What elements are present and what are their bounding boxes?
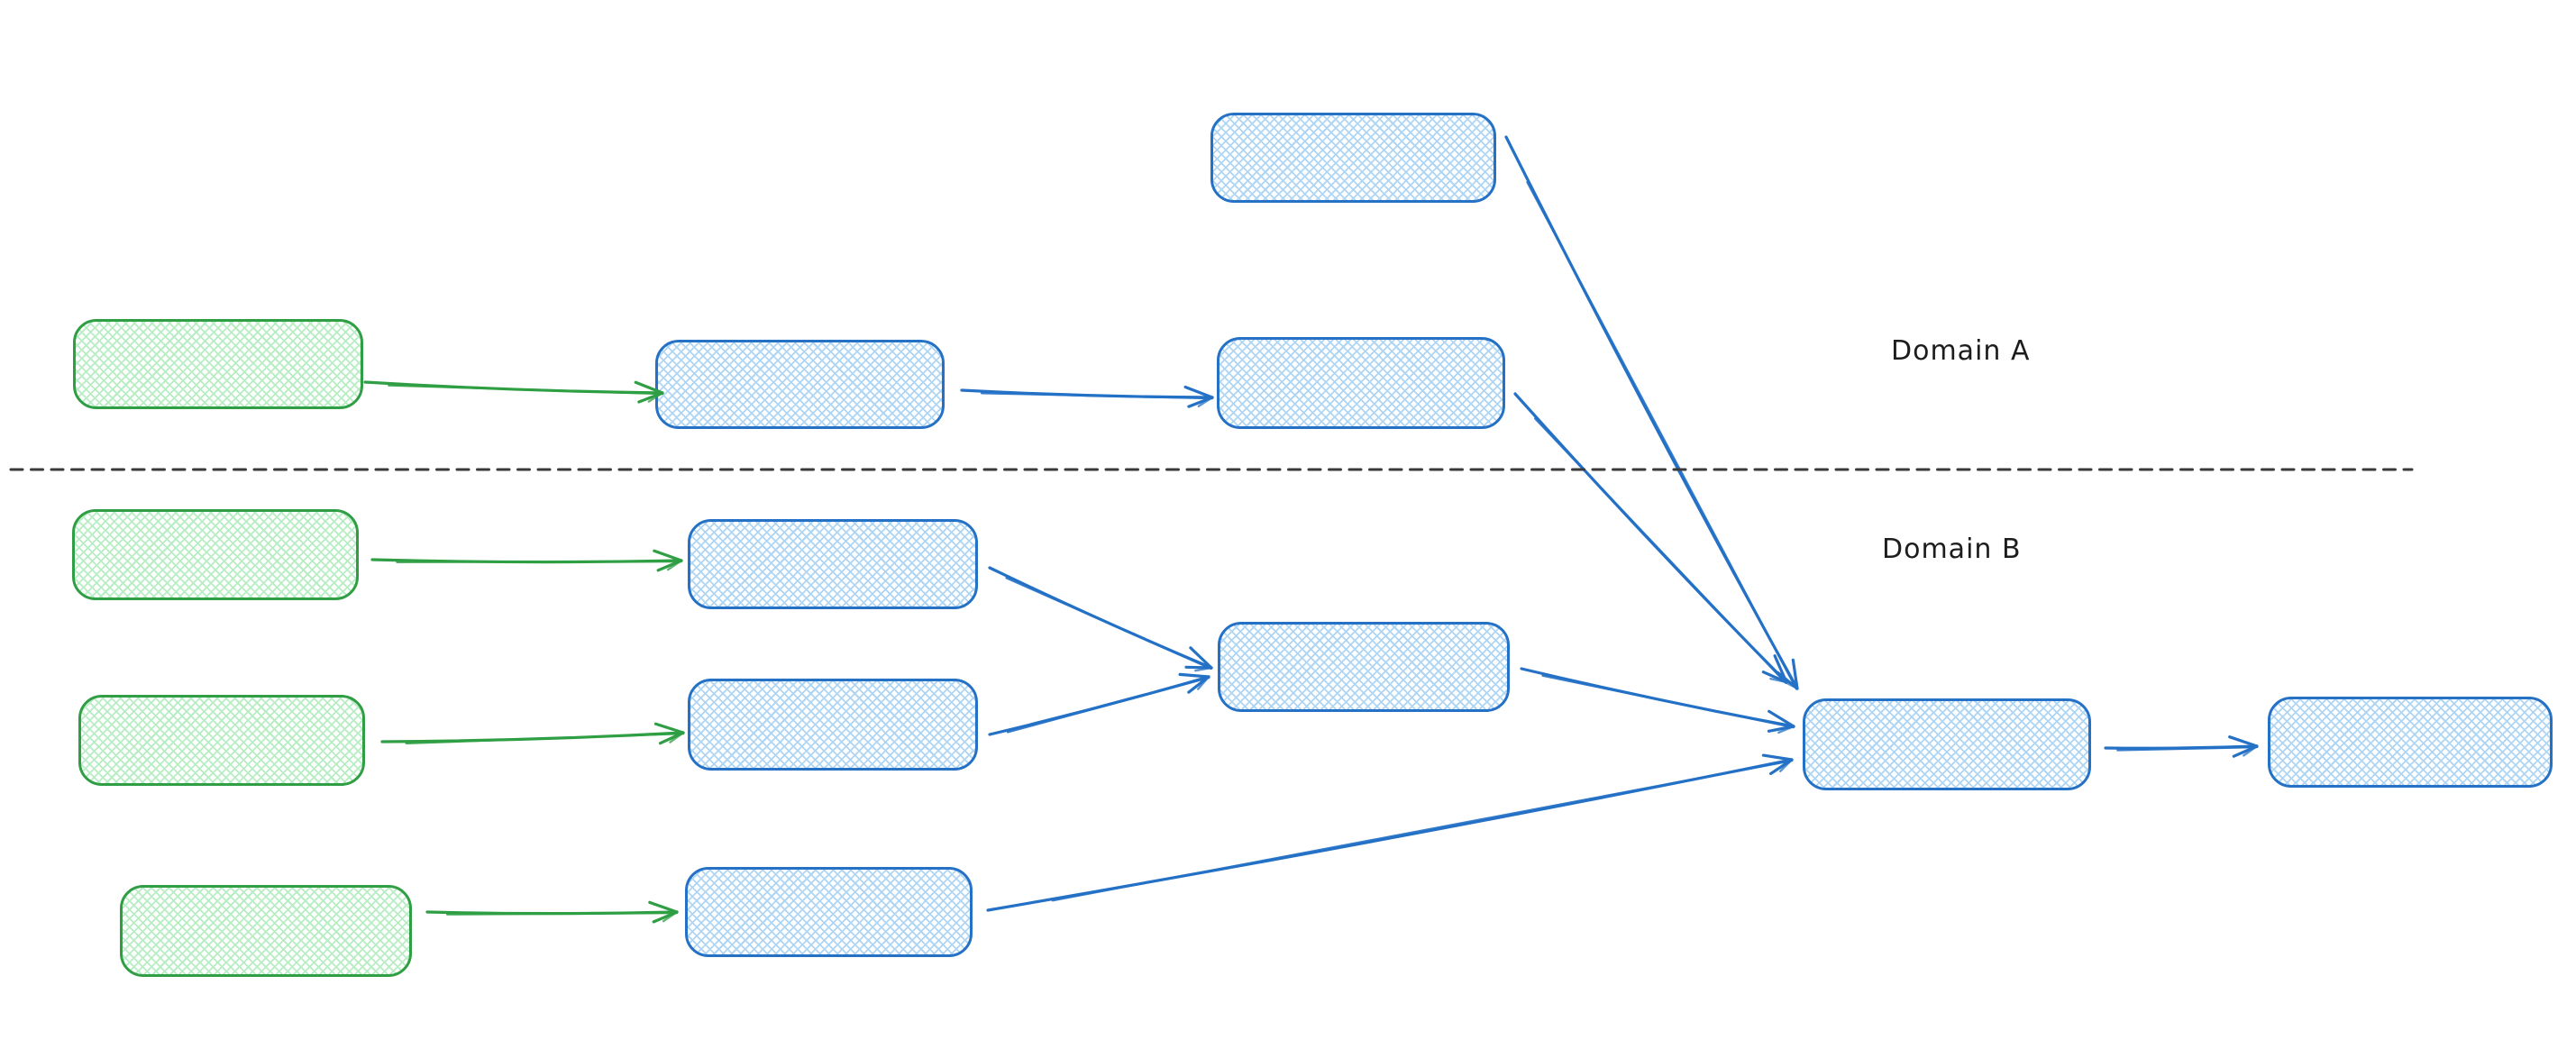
edge-green-a-to-a1 bbox=[363, 380, 664, 404]
edge-top-to-merge bbox=[1504, 135, 1799, 690]
node-blue-step-b3 bbox=[685, 867, 973, 957]
edge-b2-to-mid bbox=[988, 672, 1210, 736]
edge-b1-to-mid bbox=[988, 566, 1213, 672]
node-blue-merge-b bbox=[1218, 622, 1510, 712]
node-blue-step-b1 bbox=[688, 519, 978, 609]
edge-mid-to-merge bbox=[1520, 667, 1795, 734]
node-green-source-a bbox=[73, 319, 363, 409]
edge-green-b1-to-b1 bbox=[370, 549, 683, 572]
node-blue-top-a bbox=[1210, 113, 1496, 203]
edge-b3-to-merge bbox=[986, 753, 1794, 912]
domain-b-label: Domain B bbox=[1882, 534, 2022, 565]
node-blue-sink-merge bbox=[1803, 698, 2091, 790]
edge-green-b3-to-b3 bbox=[425, 900, 679, 924]
node-blue-step-a2 bbox=[1217, 337, 1505, 429]
node-green-source-b1 bbox=[72, 509, 359, 600]
edge-a1-to-a2 bbox=[960, 385, 1214, 408]
node-blue-step-b2 bbox=[688, 679, 978, 771]
edge-a2-to-merge bbox=[1513, 392, 1788, 684]
domain-a-label: Domain A bbox=[1891, 335, 2031, 367]
node-blue-step-a1 bbox=[655, 340, 945, 429]
node-green-source-b2 bbox=[78, 695, 365, 786]
edge-green-b2-to-b2 bbox=[380, 722, 685, 745]
edge-merge-to-final bbox=[2104, 735, 2259, 758]
node-green-source-b3 bbox=[120, 885, 412, 977]
node-blue-final bbox=[2268, 697, 2553, 788]
